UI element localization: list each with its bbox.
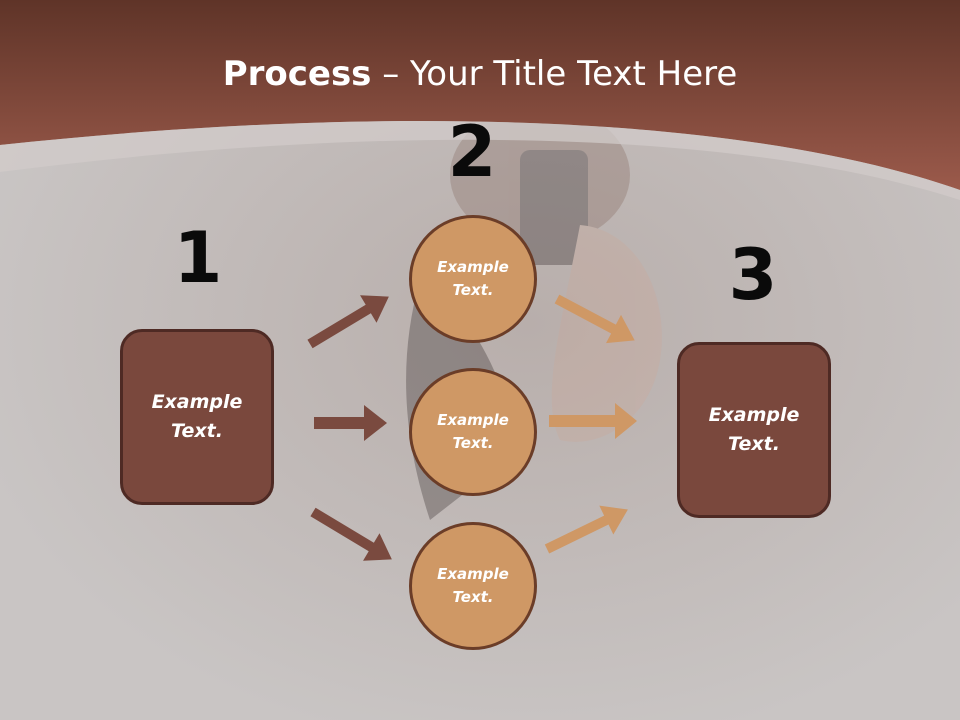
step2-circle-bottom: Example Text. [409,522,537,650]
step-number-2: 2 [447,111,497,193]
arrow-down-right-right [554,294,635,344]
arrow-right-left [314,405,387,441]
step2-circle-bottom-text: Example Text. [437,565,509,606]
step2-circle-top: Example Text. [409,215,537,343]
arrow-up-right-left [307,295,389,349]
arrow-down-right-left [310,507,392,561]
left-arrows [307,295,392,561]
step2-circle-middle: Example Text. [409,368,537,496]
right-arrows [544,294,637,554]
step-number-3: 3 [728,234,778,316]
title-bold: Process [222,54,372,94]
step3-box: Example Text. [677,342,831,518]
step2-circle-middle-text: Example Text. [437,411,509,452]
arrow-up-right-right [544,505,628,554]
step1-text: Example Text. [151,391,243,442]
slide-title: Process – Your Title Text Here [0,52,960,96]
step1-box: Example Text. [120,329,274,505]
step2-circle-top-text: Example Text. [437,258,509,299]
arrow-right-right [549,403,637,439]
step3-text: Example Text. [708,404,800,455]
step-number-1: 1 [173,217,223,299]
title-rest: – Your Title Text Here [371,54,738,94]
